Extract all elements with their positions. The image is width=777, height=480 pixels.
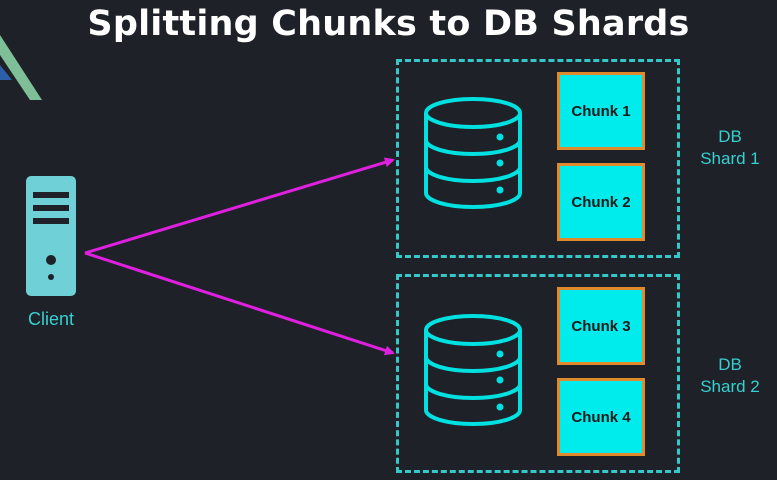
client-label: Client xyxy=(27,309,75,329)
db-shard-2-label-line2: Shard 2 xyxy=(700,377,760,396)
db-shard-1-label-line2: Shard 1 xyxy=(700,149,760,168)
database-icon xyxy=(424,314,522,426)
database-icon xyxy=(424,97,522,209)
server-icon xyxy=(26,176,76,296)
chunk-4: Chunk 4 xyxy=(557,378,645,456)
chunk-1: Chunk 1 xyxy=(557,72,645,150)
db-shard-2-box xyxy=(396,274,680,473)
arrow-to-shard-1 xyxy=(84,157,395,255)
db-shard-2-label: DB Shard 2 xyxy=(685,354,775,398)
db-shard-1-label-line1: DB xyxy=(718,127,742,146)
chunk-3: Chunk 3 xyxy=(557,287,645,365)
db-shard-1-box xyxy=(396,59,680,258)
arrow-to-shard-2 xyxy=(84,251,395,356)
corner-decoration xyxy=(0,35,42,100)
page-title: Splitting Chunks to DB Shards xyxy=(87,4,690,44)
db-shard-1-label: DB Shard 1 xyxy=(685,126,775,170)
db-shard-2-label-line1: DB xyxy=(718,355,742,374)
chunk-2: Chunk 2 xyxy=(557,163,645,241)
